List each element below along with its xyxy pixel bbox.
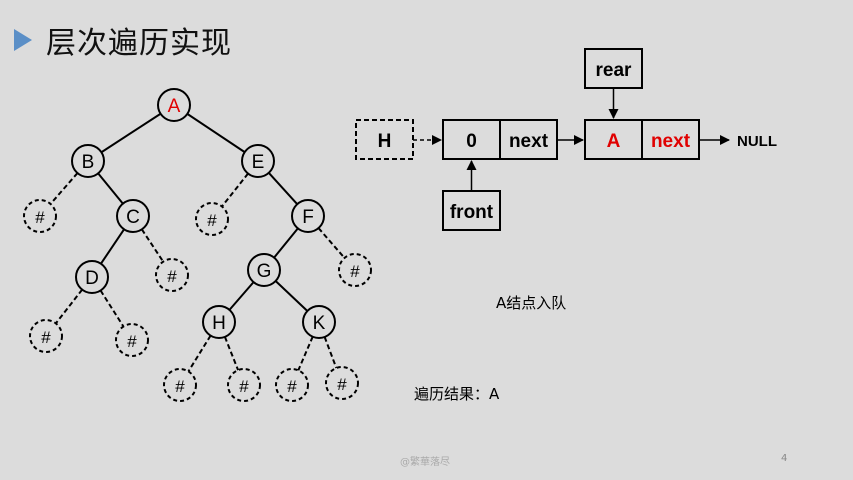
- watermark: @繁華落尽: [400, 457, 450, 468]
- triangle-bullet-icon: [14, 29, 32, 51]
- tree-node-circle: [116, 199, 150, 233]
- nodeA-data-label: A: [607, 131, 621, 152]
- null-node-circle: [338, 253, 372, 287]
- tree-node-circle: [75, 260, 109, 294]
- null-node-circle: [325, 366, 359, 400]
- tree-edge: [140, 228, 165, 263]
- null-node-label: #: [239, 377, 249, 396]
- tree-edges: [49, 112, 346, 372]
- null-label: NULL: [737, 133, 777, 150]
- null-node-label: #: [350, 262, 360, 281]
- tree-edge: [187, 335, 212, 372]
- null-node-label: #: [175, 377, 185, 396]
- tree-edge: [186, 113, 246, 153]
- tree-edge: [55, 289, 83, 324]
- head-node-label: H: [378, 131, 392, 152]
- tree-node-circle: [202, 305, 236, 339]
- null-node-circle: [155, 258, 189, 292]
- null-node-circle: [23, 199, 57, 233]
- tree-node-label: G: [257, 261, 272, 282]
- tree-node-label: C: [126, 207, 140, 228]
- tree-node-circle: [291, 199, 325, 233]
- node0-next-label: next: [509, 131, 549, 152]
- tree-nodes: A B E # C # F D # G # # # H K # # # #: [23, 88, 372, 402]
- title-bar: 层次遍历实现: [14, 18, 232, 62]
- slide-title: 层次遍历实现: [46, 26, 232, 61]
- tree-node-label: E: [252, 152, 265, 173]
- queue-diagram: H 0 next A next NULL rear front: [355, 48, 777, 231]
- nodeA-next-label: next: [651, 131, 691, 152]
- tree-edge: [268, 172, 298, 205]
- tree-node-label: F: [302, 207, 314, 228]
- tree-node-circle: [71, 144, 105, 178]
- rear-pointer-label: rear: [596, 60, 633, 81]
- tree-node-circle: [302, 305, 336, 339]
- tree-node-label: D: [85, 268, 99, 289]
- null-node-label: #: [337, 375, 347, 394]
- tree-node-circle: [157, 88, 191, 122]
- tree-node-label: A: [168, 96, 181, 117]
- tree-edge: [323, 336, 338, 369]
- tree-edge: [100, 228, 125, 265]
- node0-data-label: 0: [466, 131, 477, 152]
- tree-node-circle: [247, 253, 281, 287]
- tree-node-circle: [241, 144, 275, 178]
- tree-edge: [223, 336, 240, 371]
- null-node-label: #: [167, 267, 177, 286]
- front-pointer-label: front: [450, 202, 494, 223]
- null-node-circle: [195, 202, 229, 236]
- tree-edge: [317, 227, 346, 259]
- status-caption: A结点入队: [496, 294, 567, 312]
- result-caption: 遍历结果：A: [414, 385, 500, 403]
- tree-node-label: K: [313, 313, 326, 334]
- null-node-circle: [275, 368, 309, 402]
- null-node-label: #: [127, 332, 137, 351]
- tree-node-label: B: [82, 152, 95, 173]
- tree-node-label: H: [212, 313, 226, 334]
- null-node-circle: [163, 368, 197, 402]
- tree-edge: [221, 172, 249, 208]
- null-node-label: #: [41, 328, 51, 347]
- tree-edge: [274, 280, 309, 312]
- tree-edge: [99, 289, 125, 328]
- tree-edge: [297, 336, 314, 371]
- tree-edge: [100, 112, 162, 154]
- null-node-circle: [29, 319, 63, 353]
- null-node-label: #: [35, 208, 45, 227]
- tree-edge: [228, 281, 255, 311]
- null-node-circle: [227, 368, 261, 402]
- tree-edge: [273, 227, 299, 259]
- tree-edge: [49, 172, 79, 205]
- null-node-label: #: [207, 211, 217, 230]
- null-node-label: #: [287, 377, 297, 396]
- page-number: 4: [781, 453, 788, 464]
- tree-edge: [97, 172, 124, 205]
- null-node-circle: [115, 323, 149, 357]
